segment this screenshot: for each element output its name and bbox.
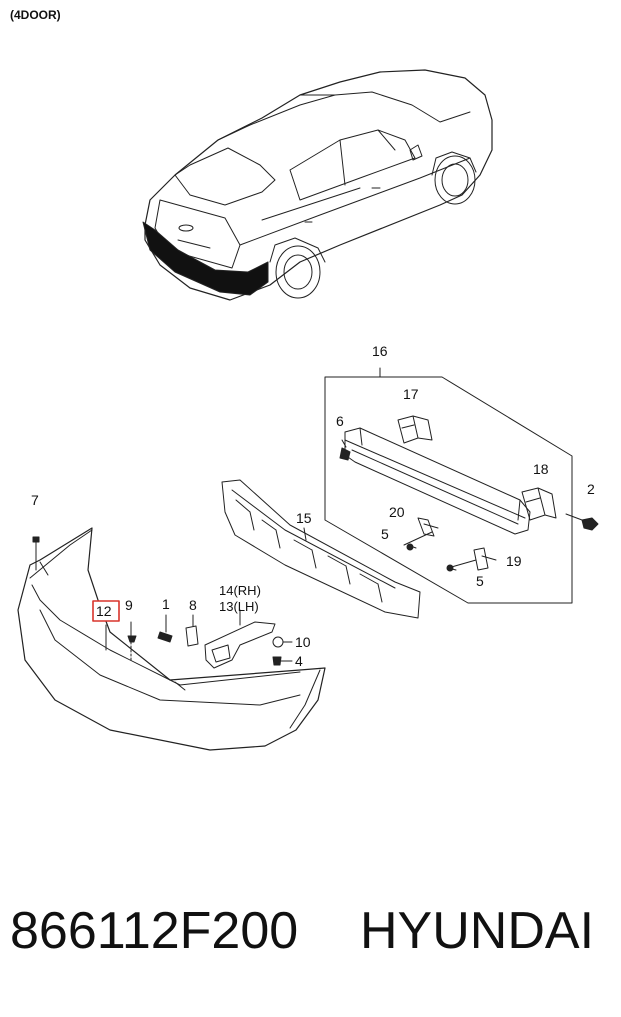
callout-12-highlight — [92, 600, 120, 622]
mounting-hardware — [105, 609, 293, 669]
callout-5-lower: 5 — [476, 573, 484, 589]
callout-16: 16 — [372, 343, 388, 359]
callout-14-rh: 14(RH) — [219, 583, 261, 598]
callout-18: 18 — [533, 461, 549, 477]
brand-name: HYUNDAI — [360, 902, 595, 960]
car-illustration — [142, 69, 493, 301]
callout-1: 1 — [162, 596, 170, 612]
callout-15: 15 — [296, 510, 312, 526]
energy-absorber — [221, 479, 421, 619]
callout-20: 20 — [389, 504, 405, 520]
reinforcement-assembly-box — [324, 367, 599, 604]
callout-10: 10 — [295, 634, 311, 650]
callout-17: 17 — [403, 386, 419, 402]
callout-2: 2 — [587, 481, 595, 497]
bumper-cover — [17, 527, 326, 751]
variant-label: (4DOOR) — [10, 8, 61, 22]
part-number: 866112F200 — [10, 902, 299, 960]
callout-5-upper: 5 — [381, 526, 389, 542]
callout-6: 6 — [336, 413, 344, 429]
callout-19: 19 — [506, 553, 522, 569]
callout-13-lh: 13(LH) — [219, 599, 259, 614]
callout-4: 4 — [295, 653, 303, 669]
callout-9: 9 — [125, 597, 133, 613]
callout-labels: 16 17 6 18 2 15 20 5 19 5 7 14(RH) 13(LH… — [31, 343, 595, 669]
callout-8: 8 — [189, 597, 197, 613]
callout-12: 12 — [96, 603, 112, 619]
callout-7: 7 — [31, 492, 39, 508]
